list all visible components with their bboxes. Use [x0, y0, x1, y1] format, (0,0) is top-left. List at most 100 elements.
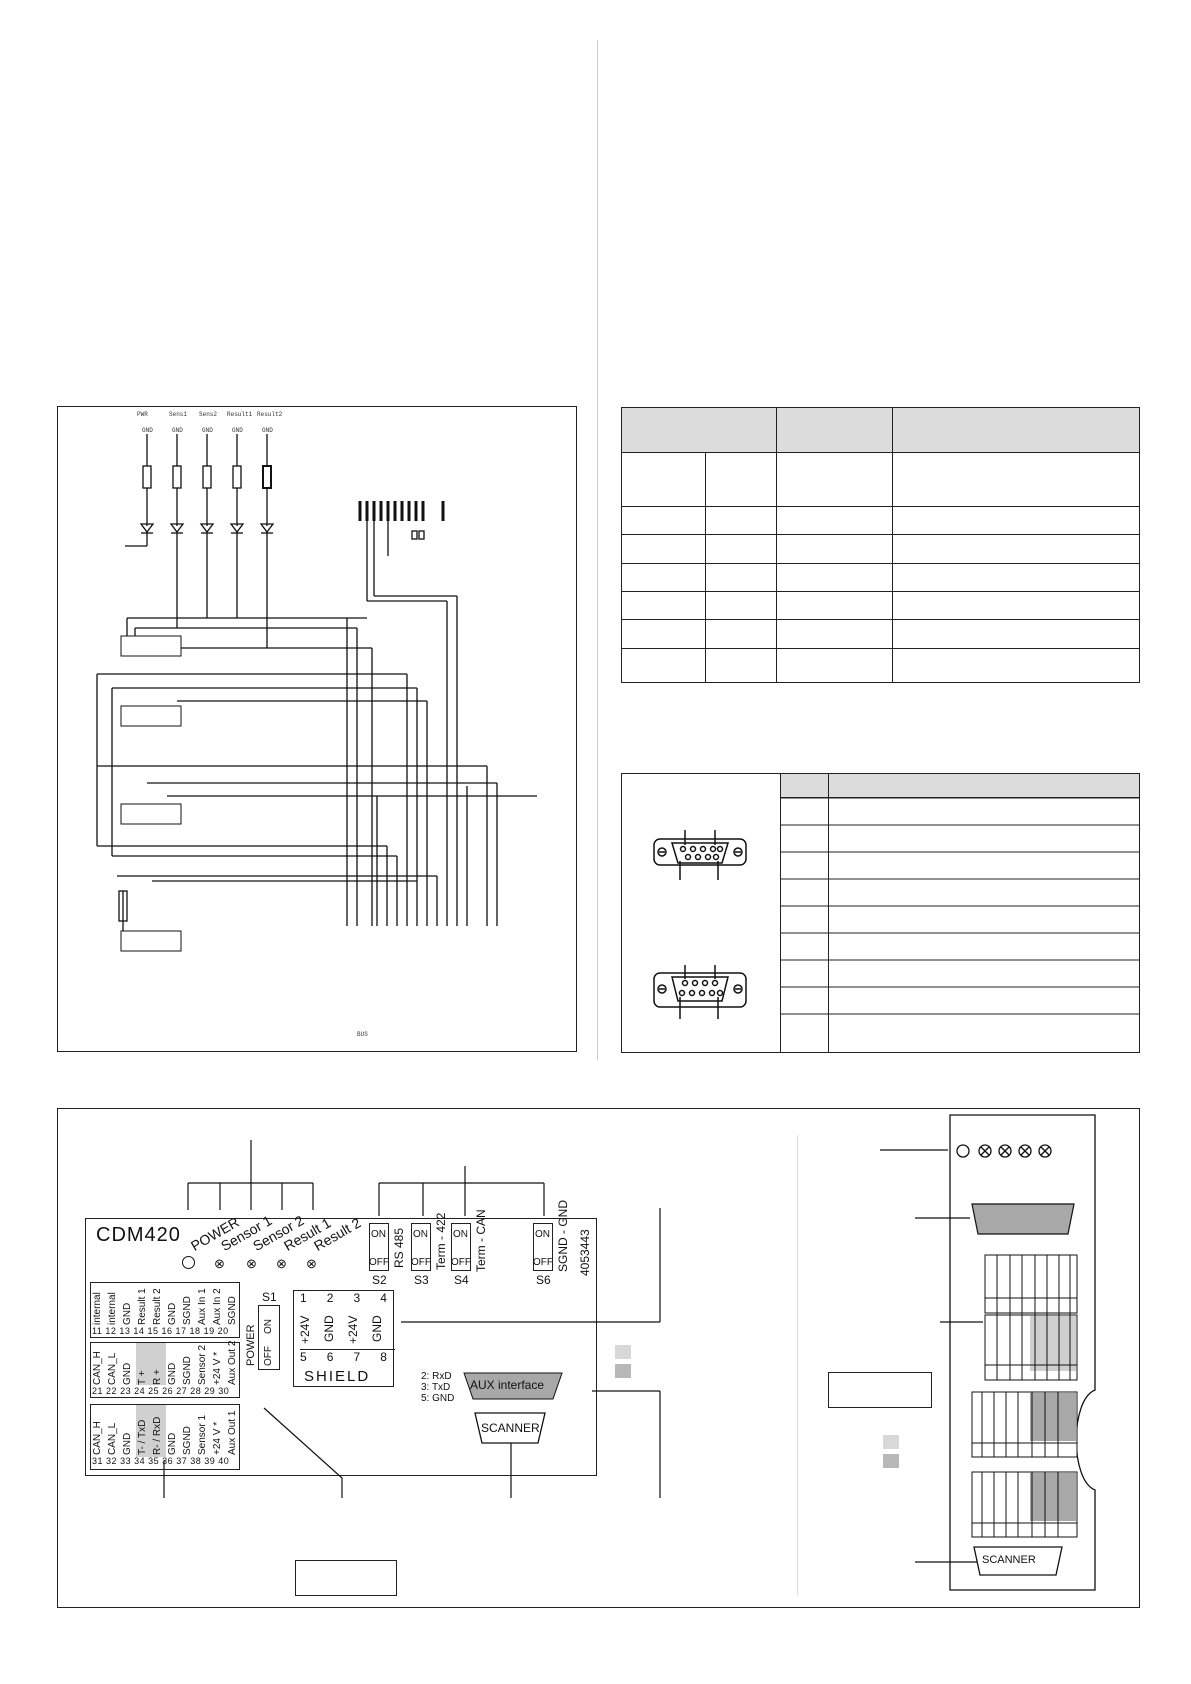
svg-text:Sens1: Sens1 [169, 411, 187, 418]
terminal-row3-highlight [136, 1405, 166, 1457]
power-terminal-block [293, 1290, 394, 1387]
terminal-row1-numbers: 11 12 13 14 15 16 17 18 19 20 [92, 1326, 240, 1336]
t-label-19: Aux In 2 [212, 1288, 223, 1325]
switch-s4-off: OFF [451, 1257, 471, 1268]
side-legend-light-square [883, 1435, 899, 1449]
t-num-16: 16 [161, 1326, 173, 1336]
t-num-18: 18 [189, 1326, 201, 1336]
t-num-30: 30 [218, 1386, 230, 1396]
switch-s2-label: RS 485 [392, 1227, 406, 1268]
aux-pin-txd: 3: TxD [421, 1382, 451, 1393]
scanner-connector-icon [474, 1412, 546, 1444]
t-num-33: 33 [120, 1456, 132, 1466]
switch-s3-off: OFF [411, 1257, 431, 1268]
t-label-18: Aux In 1 [197, 1288, 208, 1325]
t-num-17: 17 [175, 1326, 187, 1336]
t-label-15: Result 2 [152, 1288, 163, 1325]
p-num-3: 3 [353, 1291, 361, 1305]
switch-s6[interactable] [533, 1223, 553, 1271]
t-num-36: 36 [162, 1456, 174, 1466]
t-label-25: R + [152, 1369, 163, 1385]
t-num-11: 11 [92, 1326, 103, 1336]
p-label-1: +24V [298, 1315, 312, 1344]
switch-s2[interactable] [369, 1223, 389, 1271]
t-label-29: +24 V * [212, 1351, 223, 1385]
terminal-row2-numbers: 21 22 23 24 25 26 27 28 29 30 [92, 1386, 240, 1396]
shield-label: SHIELD [304, 1368, 371, 1385]
aux-interface-connector-icon [463, 1372, 563, 1400]
legend-dark-square [615, 1364, 631, 1378]
switch-s4-name: S4 [454, 1273, 469, 1287]
t-label-27: SGND [182, 1356, 193, 1385]
p-num-4: 4 [380, 1291, 387, 1305]
svg-text:GND: GND [262, 427, 273, 434]
switch-s2-on: ON [371, 1229, 386, 1240]
t-num-20: 20 [217, 1326, 229, 1336]
t-label-16: GND [167, 1302, 178, 1325]
aux-pin-rxd: 2: RxD [421, 1371, 452, 1382]
t-label-30: Aux Out 2 [227, 1340, 238, 1385]
svg-text:PWR: PWR [137, 411, 148, 418]
wiring-schematic-frame [57, 406, 577, 1052]
s1-off: OFF [263, 1346, 274, 1366]
t-num-37: 37 [176, 1456, 188, 1466]
p-num-5: 5 [300, 1350, 307, 1364]
switch-s2-off: OFF [369, 1257, 389, 1268]
side-legend-dark-square [883, 1454, 899, 1468]
led-branches [125, 434, 275, 648]
t-num-15: 15 [147, 1326, 159, 1336]
t-label-12: internal [107, 1292, 118, 1325]
t-num-19: 19 [203, 1326, 215, 1336]
t-label-28: Sensor 2 [197, 1344, 208, 1385]
t-label-20: SGND [227, 1296, 238, 1325]
t-label-36: GND [167, 1432, 178, 1455]
power-switch-s1[interactable] [258, 1305, 280, 1370]
p-num-2: 2 [326, 1291, 334, 1305]
aux-interface-label: AUX interface [470, 1378, 545, 1392]
t-label-35: R- / RxD [152, 1416, 163, 1455]
terminal-row2 [90, 1342, 240, 1398]
cdm-frame-separator [797, 1135, 798, 1595]
placeholder-box-left [295, 1560, 397, 1596]
result1-led-icon: ⊗ [276, 1256, 287, 1271]
scanner-label: SCANNER [481, 1421, 540, 1435]
svg-text:BUS: BUS [357, 1031, 368, 1038]
t-num-12: 12 [105, 1326, 117, 1336]
switch-s6-label: SGND - GND [556, 1200, 570, 1272]
bottom-verticals [346, 596, 498, 926]
switch-s4[interactable] [451, 1223, 471, 1271]
side-view-device [880, 1114, 1096, 1591]
switch-s3-on: ON [413, 1229, 428, 1240]
sub-d-pin-table [621, 773, 1140, 1053]
sub-d-connector-female-icon [653, 830, 747, 880]
t-label-34: T- / TxD [137, 1419, 148, 1455]
p-num-8: 8 [380, 1350, 387, 1364]
t-num-28: 28 [190, 1386, 202, 1396]
s1-on: ON [263, 1319, 274, 1334]
t-label-38: Sensor 1 [197, 1414, 208, 1455]
aux-pin-gnd: 5: GND [421, 1393, 455, 1404]
t-num-38: 38 [190, 1456, 202, 1466]
terminal-row2-highlight [136, 1343, 166, 1385]
sensor1-led-icon: ⊗ [214, 1256, 225, 1271]
t-num-22: 22 [106, 1386, 118, 1396]
terminal-block-S [120, 705, 182, 727]
s1-label: POWER [245, 1324, 257, 1366]
serial-number: 4053443 [578, 1229, 592, 1276]
t-num-25: 25 [148, 1386, 160, 1396]
t-num-39: 39 [204, 1456, 216, 1466]
device-title: CDM420 [96, 1224, 181, 1246]
t-label-22: CAN_L [107, 1352, 118, 1385]
column-separator [597, 40, 598, 1060]
terminal-assignment-table [621, 406, 1140, 684]
t-num-34: 34 [134, 1456, 146, 1466]
svg-text:GND: GND [142, 427, 153, 434]
cdm420-board [85, 1218, 597, 1476]
switch-s3-label: Term - 422 [434, 1212, 448, 1270]
svg-text:Result1: Result1 [227, 411, 253, 418]
p-label-2: GND [322, 1315, 336, 1342]
switch-s3[interactable] [411, 1223, 431, 1271]
t-label-17: SGND [182, 1296, 193, 1325]
sensor2-led-icon: ⊗ [246, 1256, 257, 1271]
t-label-21: CAN_H [92, 1351, 103, 1385]
